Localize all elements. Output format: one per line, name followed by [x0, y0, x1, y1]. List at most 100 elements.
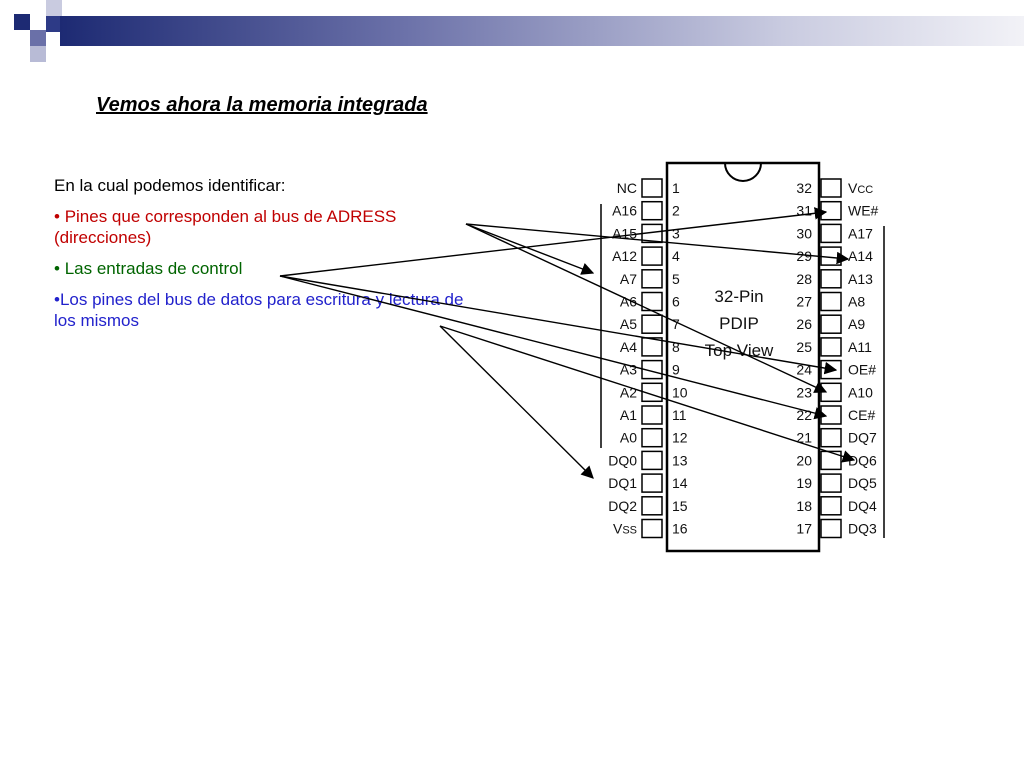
pin-number: 30	[796, 225, 812, 241]
right-pin-28: A13 28	[796, 269, 873, 289]
bullet-control-inputs: • Las entradas de control	[54, 258, 464, 279]
pin-name: DQ1	[608, 475, 637, 491]
pin-number: 3	[672, 225, 680, 241]
arrow-address-to-a14	[465, 223, 850, 265]
right-pin-30: A17 30	[796, 223, 873, 244]
pin-name: CE#	[848, 407, 875, 423]
bullet-control-text: Las entradas de control	[64, 259, 243, 278]
slide-title: Vemos ahora la memoria integrada	[96, 94, 428, 116]
pin-name: DQ0	[608, 452, 637, 468]
left-pin-11: A1 11	[620, 405, 687, 425]
pin-number: 29	[796, 248, 812, 264]
pin-number: 5	[672, 271, 680, 287]
pin-name: DQ6	[848, 452, 877, 468]
pin-name: A8	[848, 294, 865, 310]
intro-text: En la cual podemos identificar:	[54, 176, 286, 195]
arrow-address-to-a10	[465, 223, 828, 393]
arrow-control-to-we	[279, 207, 828, 277]
deco-square-dark-2	[46, 16, 62, 32]
pin-name: OE#	[848, 362, 876, 378]
arrow-address-to-a12	[465, 223, 595, 275]
pin-number: 18	[796, 498, 812, 514]
pin-name: DQ2	[608, 498, 637, 514]
pin-pad	[820, 200, 842, 221]
pin-pad	[641, 450, 663, 471]
pin-pad	[820, 291, 842, 312]
pin-name: DQ5	[848, 475, 877, 491]
pin-pad	[641, 359, 663, 380]
arrows	[279, 207, 856, 479]
corner-decoration	[0, 0, 80, 62]
deco-square-dark	[14, 14, 30, 30]
pin-number: 20	[796, 452, 812, 468]
pin-number: 7	[672, 316, 680, 332]
deco-square-light	[46, 0, 62, 16]
pin-name: A12	[612, 248, 637, 264]
right-pin-19: DQ5 19	[796, 473, 877, 493]
pin-pad	[820, 427, 842, 448]
pin-name: VSS	[613, 521, 637, 537]
pin-number: 27	[796, 294, 812, 310]
pin-number: 4	[672, 248, 680, 264]
arrow-data-to-dq6	[439, 325, 856, 463]
pin-pad	[641, 314, 663, 334]
arrow-data-to-dq0	[439, 325, 594, 479]
left-pin-4: A12 4	[612, 246, 680, 266]
bullet-marker: •	[54, 207, 60, 226]
pin-pad	[820, 337, 842, 357]
pin-number: 13	[672, 452, 688, 468]
right-pin-27: A8 27	[796, 291, 865, 312]
right-pin-31: WE#31	[796, 200, 879, 221]
pin-number: 11	[672, 407, 687, 423]
pin-number: 28	[796, 271, 812, 287]
pin-name: A13	[848, 271, 873, 287]
pin-name: A10	[848, 384, 873, 400]
pin-name: A16	[612, 203, 637, 219]
pin-pad	[641, 246, 663, 266]
deco-square-mid	[30, 30, 46, 46]
pin-number: 1	[672, 180, 680, 196]
pin-name: A4	[620, 339, 637, 355]
pin-pad	[641, 178, 663, 198]
pin-number: 19	[796, 475, 812, 491]
chip-label-line-2: PDIP	[719, 314, 759, 333]
right-pin-20: DQ6 20	[796, 450, 877, 471]
pin-number: 6	[672, 294, 680, 310]
bullet-data-text: Los pines del bus de datos para escritur…	[54, 290, 464, 330]
pin-name: NC	[617, 180, 637, 196]
pin-pad	[641, 496, 663, 516]
pin-name: VCC	[848, 180, 873, 196]
pin-pad	[820, 473, 842, 493]
bullet-address-bus: • Pines que corresponden al bus de ADRES…	[54, 206, 464, 248]
pin-pad	[820, 314, 842, 334]
pin-name: A9	[848, 316, 865, 332]
pin-pad	[820, 518, 842, 539]
pin-number: 25	[796, 339, 812, 355]
pin-name: DQ3	[848, 521, 877, 537]
pin-pad	[820, 382, 842, 403]
pin-name: A17	[848, 225, 873, 241]
pin-pad	[641, 473, 663, 493]
bullet-marker: •	[54, 259, 60, 278]
pin-name: A1	[620, 407, 637, 423]
pin-name: A11	[848, 339, 872, 355]
pin-pad	[641, 405, 663, 425]
pin-name: A6	[620, 294, 637, 310]
chip-label-line-1: 32-Pin	[714, 287, 763, 306]
pin-pad	[641, 200, 663, 221]
pin-number: 12	[672, 430, 688, 446]
header-gradient-bar	[60, 16, 1024, 46]
pin-name: A3	[620, 362, 637, 378]
